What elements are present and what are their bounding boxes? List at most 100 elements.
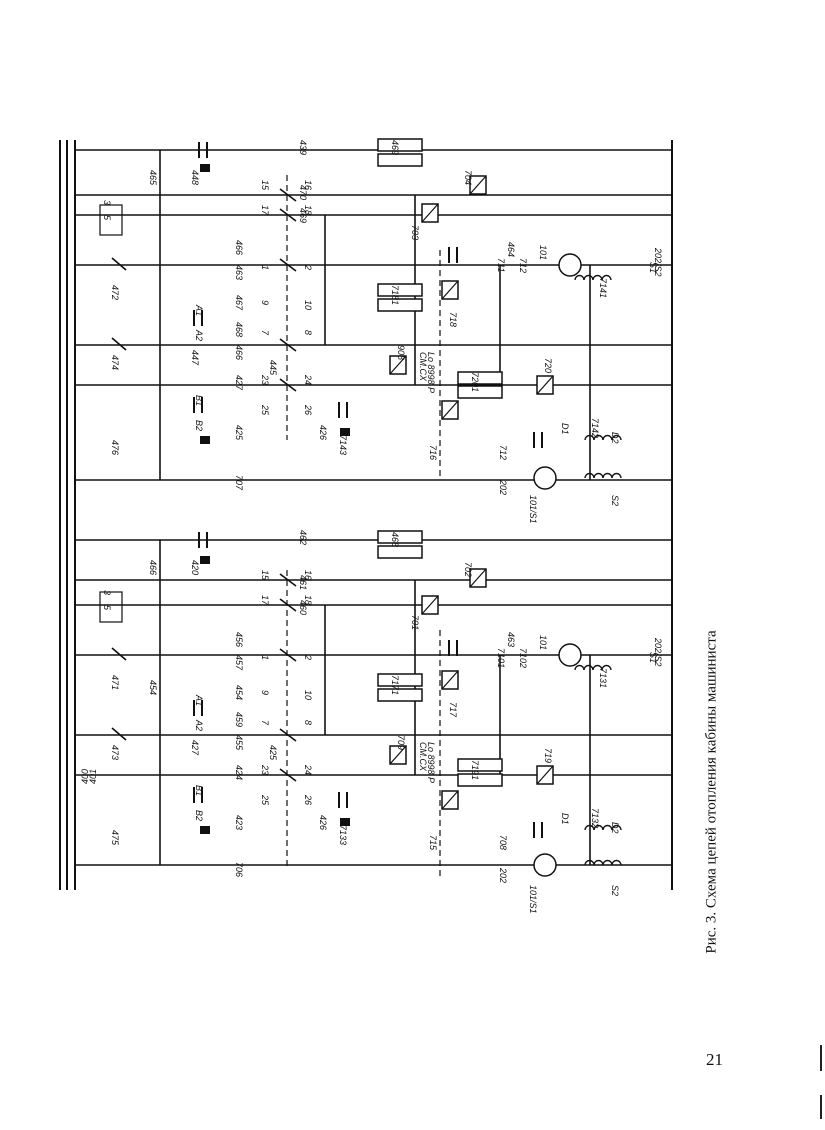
- section-b-wire-label: 455: [234, 735, 244, 751]
- contact-number-b-label: B1: [194, 785, 204, 796]
- switch-contact: [279, 648, 297, 662]
- section-b-device-label: S1: [648, 652, 658, 663]
- fuse-b: [200, 436, 210, 444]
- switch-contact: [279, 728, 297, 742]
- relay-718-mark: [441, 280, 459, 300]
- winding-b1: [574, 664, 585, 671]
- relay-716-mark: [441, 400, 459, 420]
- switch-contact: [279, 338, 297, 352]
- section-b-device-label: 717: [448, 702, 458, 718]
- relay-703-mark: [421, 203, 439, 223]
- section-b-device-label: D2: [610, 822, 620, 834]
- mechanical-linkages: [286, 175, 441, 880]
- contact-number-label: 3: [102, 200, 112, 205]
- section-b-device-label: 7131: [598, 668, 608, 688]
- switch-contact: [279, 573, 297, 587]
- section-a-circuit: [75, 149, 672, 481]
- contact-number-label: 24: [303, 374, 313, 385]
- labels: 4697181720143947046946646346746846642742…: [102, 140, 663, 914]
- resistor-469b: [377, 153, 423, 167]
- section-b-node-label: 471: [110, 675, 120, 690]
- section-b-wire-label: 462: [298, 530, 308, 545]
- switch-contact: [279, 598, 297, 612]
- section-a-node-label: 101/S1: [528, 495, 538, 524]
- contact-number-b-label: 25: [260, 794, 270, 806]
- contact-number-b-label: 16: [303, 570, 313, 580]
- edge-mark-2: [820, 1095, 822, 1119]
- section-a-device-label: 464: [506, 242, 516, 257]
- section-a-device-label: 718: [448, 312, 458, 327]
- resistor-7181b: [377, 298, 423, 312]
- contact-number-label: 18: [303, 205, 313, 215]
- section-b-wire-label: 706: [234, 862, 244, 877]
- contact-number-b-label: 8: [303, 720, 313, 725]
- section-a-device-label: 7142: [590, 418, 600, 438]
- motor-b: [558, 643, 582, 667]
- winding-b1: [583, 664, 594, 671]
- contact-number-label: B2: [194, 420, 204, 431]
- resistor-7171a: [377, 673, 423, 687]
- contact-number-label: 2: [303, 264, 313, 270]
- components: [99, 138, 622, 877]
- section-b-device-label: 7133: [338, 825, 348, 845]
- contact-number-b-label: 7: [260, 720, 270, 726]
- fuse-7133: [340, 818, 350, 826]
- contact-number-b-label: 17: [260, 595, 270, 606]
- section-b-wire-label: 459: [234, 712, 244, 727]
- bus-bars: [59, 140, 76, 890]
- section-b-node-label: 420: [190, 560, 200, 575]
- section-a-wire-label: 468: [234, 322, 244, 337]
- contact-number-b-label: 10: [303, 690, 313, 700]
- contact-number-label: 1: [260, 265, 270, 270]
- section-a-device-label: 703: [410, 225, 420, 240]
- section-a-device-label: 720: [543, 358, 553, 373]
- section-b-device-label: 7102: [518, 648, 528, 668]
- winding-b2: [611, 824, 622, 831]
- section-b-device-label: 702: [463, 562, 473, 577]
- section-b-node-label: 454: [148, 680, 158, 695]
- resistor-7181a: [377, 283, 423, 297]
- section-a-wire-label: 466: [234, 240, 244, 255]
- contact-number-b-label: 24: [303, 764, 313, 775]
- section-a-wire-label: 466: [234, 345, 244, 360]
- section-a-node-label: 445: [268, 360, 278, 376]
- contact-number-label: A1: [194, 304, 204, 316]
- section-a-device-label: 202/S2: [653, 247, 663, 277]
- contact-number-label: 7: [260, 330, 270, 336]
- section-a-node-label: 476: [110, 440, 120, 455]
- switch-contact: [111, 337, 127, 351]
- section-a-device-label: S1: [648, 262, 658, 273]
- fuse-448: [200, 164, 210, 172]
- section-a-wire-label: 463: [234, 265, 244, 280]
- section-b-node-label: 101/S1: [528, 885, 538, 914]
- section-a-device-label: 908: [396, 345, 406, 360]
- section-a-node-label: 472: [110, 285, 120, 300]
- section-a-coil-label: Lo 8998 P: [426, 352, 436, 393]
- contact-number-label: 5: [102, 215, 112, 221]
- resistor-7191b: [457, 773, 503, 787]
- section-b-circuit: [75, 539, 672, 866]
- section-b-node-label: S2: [610, 885, 620, 896]
- section-a-node-label: 716: [428, 445, 438, 460]
- section-a-node-label: 465: [148, 170, 158, 186]
- section-b-device-label: 7101: [496, 648, 506, 668]
- section-a-node-label: 712: [498, 445, 508, 460]
- section-a-device-label: 101: [538, 245, 548, 260]
- section-b-wire-label: 457: [234, 655, 244, 671]
- switch-contact: [279, 768, 297, 782]
- contact-number-b-label: 2: [303, 654, 313, 660]
- contact-number-b-label: 3: [102, 590, 112, 595]
- section-a-device-label: 7141: [598, 278, 608, 298]
- switch-contact: [279, 188, 297, 202]
- relay-715-mark: [441, 790, 459, 810]
- section-a-node-label: 447: [190, 350, 200, 366]
- section-a-device-label: D1: [560, 423, 570, 435]
- section-b-node-label: 708: [498, 835, 508, 850]
- section-a-node-label: 474: [110, 355, 120, 370]
- section-b-device-label: 463: [506, 632, 516, 647]
- contact-number-b-label: 15: [260, 570, 270, 581]
- contact-number-label: 10: [303, 300, 313, 310]
- winding-a3: [593, 472, 604, 479]
- relay-720-mark: [536, 375, 554, 395]
